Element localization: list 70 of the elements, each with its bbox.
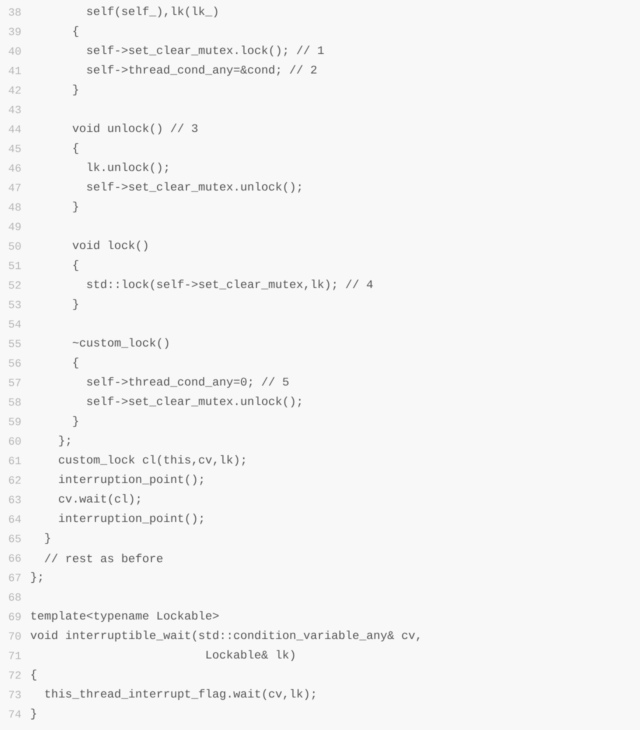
code-line: cv.wait(cl); bbox=[58, 494, 140, 505]
line-number: 65 bbox=[9, 534, 21, 542]
line-number: 60 bbox=[9, 437, 21, 445]
code-line: // rest as before bbox=[44, 554, 162, 562]
line-number: 57 bbox=[8, 378, 21, 386]
line-number: 40 bbox=[8, 47, 21, 55]
line-number: 49 bbox=[8, 222, 21, 230]
line-number: 41 bbox=[8, 66, 21, 74]
code-line: self(self_),lk(lk_) bbox=[87, 6, 218, 18]
line-number: 51 bbox=[8, 262, 21, 270]
line-number: 67 bbox=[9, 574, 21, 582]
line-number: 50 bbox=[8, 242, 21, 250]
code-line: std::lock(self->set_clear_mutex,lk); // 4 bbox=[87, 280, 373, 290]
line-number: 43 bbox=[8, 106, 21, 114]
line-number: 63 bbox=[9, 496, 21, 504]
code-line: { bbox=[73, 260, 78, 271]
line-number: 47 bbox=[8, 184, 21, 192]
code-line: }; bbox=[31, 572, 42, 583]
code-line: ~custom_lock() bbox=[72, 338, 168, 349]
line-number: 59 bbox=[8, 418, 21, 426]
code-line: { bbox=[73, 143, 78, 154]
line-number: 48 bbox=[8, 203, 21, 211]
code-line: void lock() bbox=[72, 240, 148, 252]
line-number: 44 bbox=[8, 125, 21, 133]
line-number: 74 bbox=[9, 710, 21, 718]
line-number: 70 bbox=[9, 632, 21, 640]
code-line: self->set_clear_mutex.unlock(); bbox=[87, 396, 301, 408]
line-number: 42 bbox=[8, 86, 21, 94]
code-line: { bbox=[73, 358, 78, 368]
line-number: 61 bbox=[9, 456, 21, 464]
code-line: }; bbox=[59, 436, 70, 446]
code-line: } bbox=[73, 299, 78, 310]
line-number: 39 bbox=[8, 28, 21, 36]
code-line: { bbox=[73, 26, 78, 37]
line-number: 71 bbox=[9, 652, 21, 660]
line-number: 52 bbox=[8, 281, 21, 289]
code-line: void unlock() // 3 bbox=[72, 124, 198, 134]
code-line: { bbox=[31, 670, 36, 680]
code-line: } bbox=[73, 202, 78, 212]
line-number: 68 bbox=[9, 593, 21, 601]
line-number: 54 bbox=[8, 320, 21, 328]
code-line: void interruptible_wait(std::condition_variable_any& cv, bbox=[30, 630, 420, 642]
code-line: self->set_clear_mutex.lock(); // 1 bbox=[87, 46, 324, 56]
code-line: } bbox=[45, 533, 50, 544]
code-line: self->thread_cond_any=0; // 5 bbox=[87, 377, 289, 388]
code-line: custom_lock cl(this,cv,lk); bbox=[58, 455, 245, 466]
code-line: interruption_point(); bbox=[59, 474, 203, 486]
line-number: 46 bbox=[8, 164, 21, 172]
line-number: 69 bbox=[9, 612, 21, 620]
line-number: 53 bbox=[8, 300, 21, 308]
line-number: 64 bbox=[9, 515, 21, 523]
code-line: } bbox=[73, 416, 78, 427]
code-line: this_thread_interrupt_flag.wait(cv,lk); bbox=[45, 689, 315, 700]
line-number: 38 bbox=[8, 8, 21, 16]
line-number: 73 bbox=[9, 690, 21, 698]
code-line: self->set_clear_mutex.unlock(); bbox=[87, 182, 301, 193]
line-number: 56 bbox=[8, 359, 21, 367]
code-line: template<typename Lockable> bbox=[31, 611, 219, 622]
line-number: 55 bbox=[8, 340, 21, 348]
code-line: lk.unlock(); bbox=[88, 162, 168, 174]
line-number: 58 bbox=[8, 398, 21, 406]
code-line: } bbox=[73, 84, 78, 96]
code-line: self->thread_cond_any=&cond; // 2 bbox=[87, 65, 316, 76]
code-line: Lockable& lk) bbox=[206, 650, 294, 661]
line-number: 72 bbox=[9, 671, 21, 679]
line-number: 62 bbox=[9, 476, 21, 484]
line-number: 66 bbox=[9, 554, 21, 562]
code-line: } bbox=[31, 708, 36, 720]
line-number: 45 bbox=[8, 144, 21, 152]
code-line: interruption_point(); bbox=[59, 514, 203, 524]
